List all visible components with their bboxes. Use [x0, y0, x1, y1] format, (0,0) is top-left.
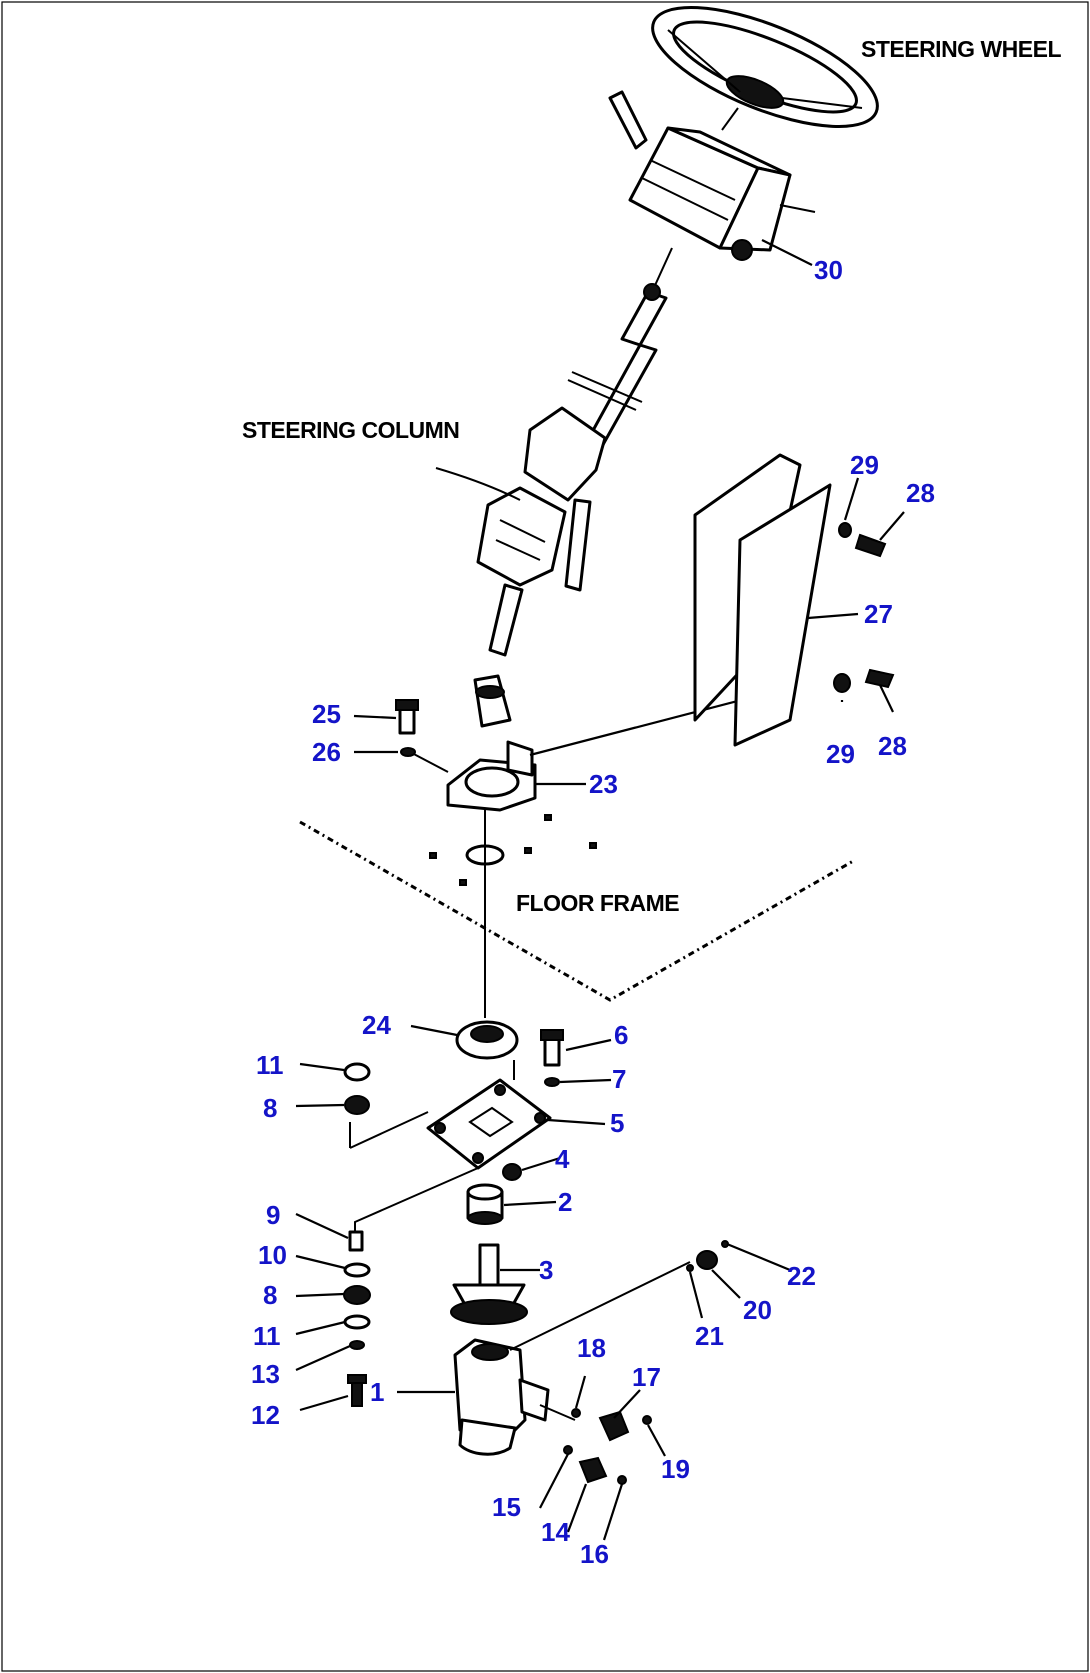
callout-24: 24 [362, 1010, 391, 1040]
callout-12: 12 [251, 1400, 280, 1430]
steering-column-drawing [435, 406, 607, 728]
callout-28-upper: 28 [906, 478, 935, 508]
cover-plate-drawing [693, 453, 832, 747]
callout-7: 7 [612, 1064, 626, 1094]
callout-26: 26 [312, 737, 341, 767]
callout-8-lower: 8 [263, 1280, 277, 1310]
callout-20: 20 [743, 1295, 772, 1325]
callout-3: 3 [539, 1255, 553, 1285]
callout-28-lower: 28 [878, 731, 907, 761]
shaft-3-drawing [450, 1243, 528, 1325]
callout-16: 16 [580, 1539, 609, 1569]
washer-stack-bottom-drawing [343, 1230, 371, 1407]
mounting-bracket-drawing [409, 688, 781, 845]
callout-4: 4 [555, 1144, 570, 1174]
floor-frame-drawing [299, 814, 856, 1018]
callout-17: 17 [632, 1362, 661, 1392]
callout-29-upper: 29 [850, 450, 879, 480]
ring-24-drawing [455, 1020, 519, 1060]
callout-1: 1 [370, 1377, 384, 1407]
callout-6: 6 [614, 1020, 628, 1050]
callout-14: 14 [541, 1517, 570, 1547]
bushing-2-drawing [466, 1183, 504, 1225]
callout-5: 5 [610, 1108, 624, 1138]
bolt-28-lower-drawing [833, 668, 895, 693]
washer-stack-top-drawing [343, 1062, 371, 1115]
callout-11-lower: 11 [253, 1321, 281, 1351]
callout-22: 22 [787, 1261, 816, 1291]
callout-2: 2 [558, 1187, 572, 1217]
callout-8-upper: 8 [263, 1093, 277, 1123]
callout-23: 23 [589, 769, 618, 799]
small-pins-drawing [563, 1240, 729, 1485]
callout-13: 13 [251, 1359, 280, 1389]
bolt-28-upper-drawing [838, 522, 887, 558]
label-steering-column: STEERING COLUMN [242, 417, 459, 443]
callout-27: 27 [864, 599, 893, 629]
bolt-6-drawing [540, 1029, 564, 1087]
steering-valve-drawing [453, 1261, 691, 1456]
control-unit-drawing [608, 90, 816, 261]
callout-10: 10 [258, 1240, 287, 1270]
callout-29-lower: 29 [826, 739, 855, 769]
callout-9: 9 [266, 1200, 280, 1230]
label-floor-frame: FLOOR FRAME [516, 890, 679, 916]
callout-21: 21 [695, 1321, 724, 1351]
label-steering-wheel: STEERING WHEEL [861, 36, 1061, 62]
fitting-14-drawing [578, 1456, 608, 1484]
fitting-17-drawing [598, 1410, 630, 1442]
callout-30: 30 [814, 255, 843, 285]
bolt-25-drawing [395, 699, 419, 757]
callout-15: 15 [492, 1492, 521, 1522]
callout-25: 25 [312, 699, 341, 729]
callout-19: 19 [661, 1454, 690, 1484]
fitting-20-drawing [696, 1250, 718, 1270]
leader-lines [295, 239, 905, 1541]
callout-11-upper: 11 [256, 1050, 284, 1080]
nut-4-drawing [502, 1163, 522, 1181]
mounting-plate-drawing [349, 1060, 552, 1242]
steering-wheel-drawing [651, 6, 879, 128]
upper-shaft-drawing [567, 247, 673, 452]
callout-18: 18 [577, 1333, 606, 1363]
